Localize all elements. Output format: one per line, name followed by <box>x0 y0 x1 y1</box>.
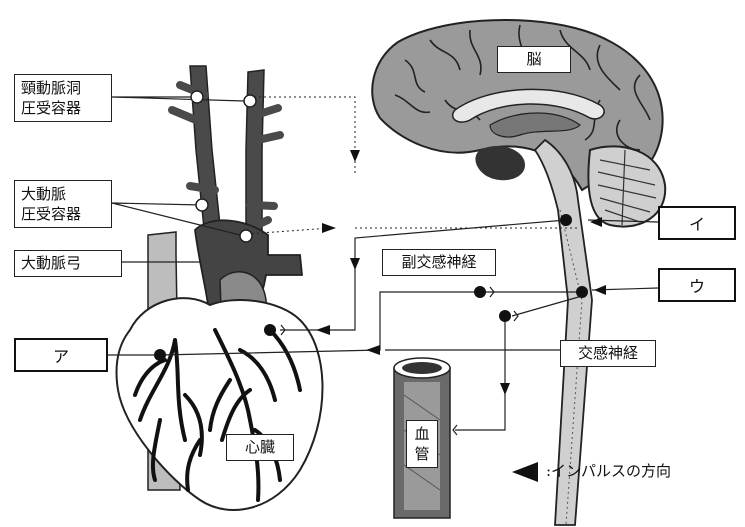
impulse-arrow <box>594 285 606 295</box>
impulse-arrow <box>590 217 602 227</box>
impulse-arrow <box>316 325 330 335</box>
aortic-baroreceptor-label: 大動脈 圧受容器 <box>14 180 112 228</box>
carotid-baroreceptor-line1: 頸動脈洞 <box>21 78 105 98</box>
impulse-arrow <box>350 150 360 162</box>
vessel-label-line2: 管 <box>409 444 435 464</box>
impulse-arrow <box>366 345 380 355</box>
brain-label: 脳 <box>497 46 571 73</box>
aortic-baroreceptor-line1: 大動脈 <box>21 184 105 204</box>
legend-text: :インパルスの方向 <box>546 460 671 481</box>
sympathetic-label: 交感神経 <box>560 340 656 367</box>
impulse-arrow <box>322 223 336 233</box>
impulse-arrow <box>350 258 360 270</box>
blank-u: ウ <box>658 268 736 302</box>
aortic-baroreceptor-line2: 圧受容器 <box>21 204 105 224</box>
aortic-arch-label: 大動脈弓 <box>14 250 122 277</box>
heart-label: 心臓 <box>226 434 294 461</box>
vessel-label: 血 管 <box>406 420 438 468</box>
legend: :インパルスの方向 <box>508 460 671 481</box>
vessel-label-line1: 血 <box>409 424 435 444</box>
impulse-arrow <box>500 383 510 395</box>
blank-a: ア <box>14 338 108 372</box>
carotid-baroreceptor-line2: 圧受容器 <box>21 98 105 118</box>
carotid-baroreceptor-label: 頸動脈洞 圧受容器 <box>14 74 112 122</box>
blank-i: イ <box>658 206 736 240</box>
parasympathetic-label: 副交感神経 <box>382 249 496 276</box>
